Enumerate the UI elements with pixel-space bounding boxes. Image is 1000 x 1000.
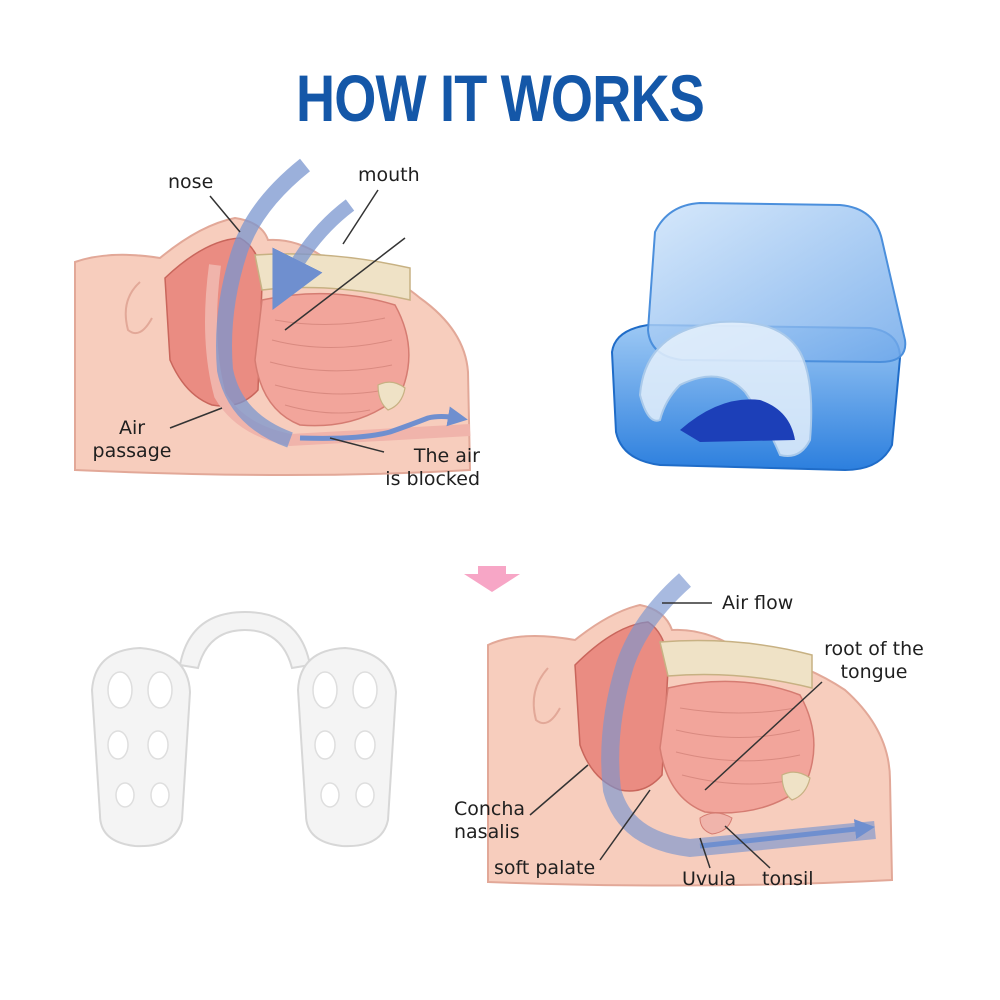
ear-bottom (532, 667, 561, 724)
label-root-of-tongue: root of the tongue (818, 638, 930, 684)
down-arrow-icon (464, 566, 520, 592)
hyoid-bone (377, 381, 406, 411)
label-root-line1: root of the (824, 638, 924, 660)
tonsil-shape (699, 812, 733, 835)
label-soft-palate: soft palate (494, 857, 596, 879)
blocked-airway-diagram (74, 158, 472, 476)
label-uvula: Uvula (682, 868, 737, 890)
blocked-flow (299, 406, 468, 441)
page-title: HOW IT WORKS (295, 61, 705, 135)
dilator-left-tube (90, 646, 192, 848)
ear (124, 281, 153, 334)
label-concha-nasalis: Concha nasalis (454, 798, 525, 844)
palate-bone-bottom (659, 639, 813, 689)
label-root-line2: tongue (840, 661, 908, 683)
label-air-blocked-line2: is blocked (385, 468, 480, 490)
dilator-right-tube (296, 646, 398, 848)
hyoid-bone-bottom (781, 771, 811, 801)
nasal-dilator-icon (90, 610, 398, 848)
open-flow-arrow (699, 819, 875, 849)
label-concha-line2: nasalis (454, 821, 520, 843)
open-airway-diagram (487, 573, 894, 887)
label-air-flow: Air flow (722, 592, 794, 614)
mouth-airflow (272, 199, 355, 311)
label-nose: nose (168, 171, 214, 193)
label-air-blocked-line1: The air (413, 445, 480, 467)
case-inner-shadow (680, 399, 795, 442)
nose-airflow (216, 158, 311, 448)
dilator-bridge (178, 610, 312, 670)
label-air-passage-line1: Air (118, 417, 146, 439)
label-tonsil: tonsil (762, 868, 814, 890)
label-mouth: mouth (358, 164, 420, 186)
label-air-blocked: The air is blocked (380, 445, 480, 491)
label-air-passage: Air passage (92, 417, 172, 463)
open-airflow (601, 573, 876, 858)
label-air-passage-line2: passage (92, 440, 172, 462)
mouthguard-case-icon (610, 201, 907, 472)
label-concha-line1: Concha (454, 798, 526, 820)
